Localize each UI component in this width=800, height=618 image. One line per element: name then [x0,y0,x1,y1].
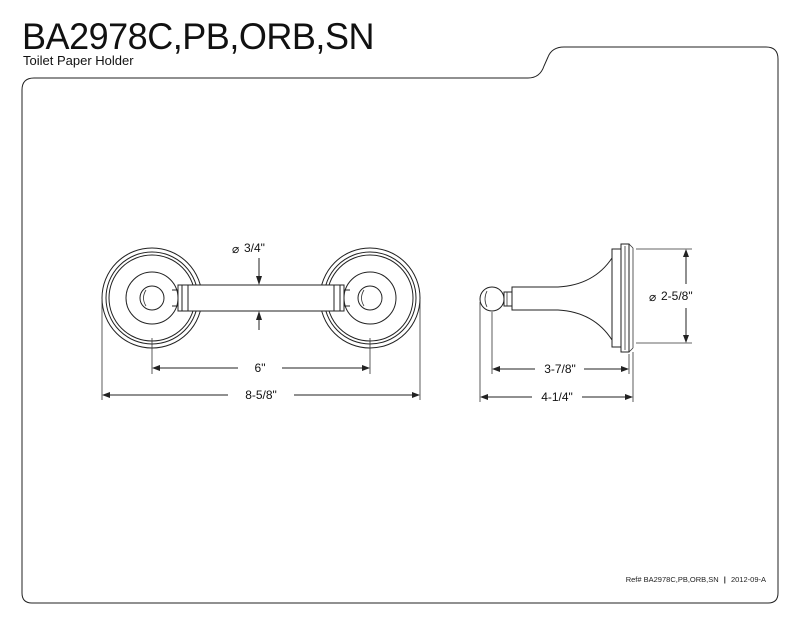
side-knob [479,286,505,312]
diameter-symbol: ⌀ [232,242,239,256]
right-knob [357,285,383,311]
flange-diameter-dimension: ⌀ 2-5/8" [636,248,693,344]
diameter-symbol-side: ⌀ [649,290,656,304]
post-spacing-dimension: 6" [151,338,371,375]
product-subtitle: Toilet Paper Holder [23,53,134,68]
reference-number: Ref# BA2978C,PB,ORB,SN [626,575,719,584]
reference-separator: | [724,575,726,584]
bar-diameter-label: 3/4" [244,241,265,255]
bar-diameter-dimension: ⌀ 3/4" [232,241,265,330]
front-view: ⌀ 3/4" 6" 8-5/8" [101,241,421,402]
overall-width-dimension: 8-5/8" [101,300,421,402]
arm-projection-dimension: 3-7/8" [491,312,630,376]
left-knob [139,285,165,311]
revision-code: 2012-09-A [731,575,766,584]
side-flange-inner [611,248,622,348]
overall-width-label: 8-5/8" [245,388,277,402]
side-view: ⌀ 2-5/8" 3-7/8" 4-1/4" [479,243,693,404]
overall-depth-label: 4-1/4" [541,390,573,404]
overall-depth-dimension: 4-1/4" [479,302,634,404]
roller-bar [172,284,350,312]
model-title: BA2978C,PB,ORB,SN [22,16,374,57]
side-arm [511,256,613,342]
drawing-frame [21,46,779,604]
post-spacing-label: 6" [255,361,266,375]
arm-projection-label: 3-7/8" [544,362,576,376]
side-neck [503,291,513,307]
flange-diameter-label: 2-5/8" [661,289,693,303]
reference-line: Ref# BA2978C,PB,ORB,SN | 2012-09-A [626,575,766,584]
